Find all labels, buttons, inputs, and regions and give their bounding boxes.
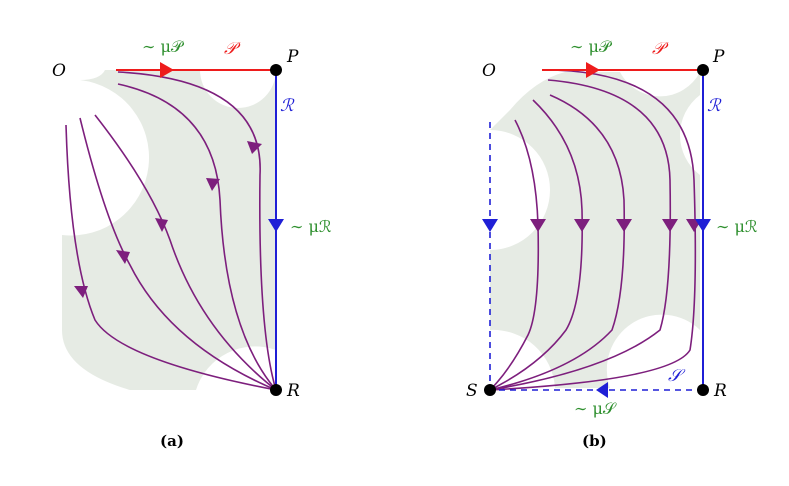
panel-b-flow-curve (489, 99, 583, 391)
panel-a-flow-arrows (74, 141, 262, 298)
panel-a-flow-curve (117, 71, 277, 391)
flow-arrow-icon (206, 178, 220, 191)
panel-a-edge-P-arrow-icon (160, 62, 174, 78)
flow-arrow-icon (116, 250, 130, 264)
panel-b-label-O: O (482, 61, 496, 81)
panel-a-flow-lines (65, 71, 277, 391)
flow-arrow-icon (155, 218, 168, 232)
panel-b-mu-P: ∼ μ𝒫 (570, 37, 613, 56)
panel-b-flow-curve (489, 79, 672, 391)
panel-b-shaded-region (490, 72, 700, 388)
flow-arrow-icon (74, 286, 88, 298)
panel-b-node-S (484, 384, 496, 396)
panel-b-edge-S-label: 𝒮 (668, 366, 686, 386)
panel-a-edge-P-label: 𝒫 (224, 39, 241, 59)
flow-arrow-icon (247, 141, 262, 154)
flow-arrow-icon (530, 219, 546, 232)
panel-b-edge-R-arrow-icon (695, 219, 711, 232)
panel-a-mu-R: ∼ μℛ (290, 217, 332, 236)
panel-a-label-P: P (286, 47, 299, 67)
panel-a-node-R (270, 384, 282, 396)
panel-b-edge-left-arrow-icon (482, 219, 498, 232)
panel-a-mu-P: ∼ μ𝒫 (142, 37, 185, 56)
panel-a-edge-R-arrow-icon (268, 219, 284, 232)
panel-b-node-R (697, 384, 709, 396)
panel-b-edge-P-arrow-icon (586, 62, 600, 78)
panel-b-label-R: R (713, 381, 727, 401)
flow-arrow-icon (574, 219, 590, 232)
panel-b-edge-R-label: ℛ (707, 96, 722, 116)
panel-b-edge-P-label: 𝒫 (652, 39, 669, 59)
panel-a-flow-curve (117, 83, 277, 391)
panel-a-shaded-region (62, 70, 276, 390)
panel-a-label-O: O (52, 61, 66, 81)
panel-b-label-P: P (712, 47, 725, 67)
panel-a: O P R 𝒫 ℛ ∼ μ𝒫 ∼ μℛ (a) (52, 37, 332, 450)
panel-b-flow-curve (489, 94, 626, 391)
flow-arrow-icon (662, 219, 678, 232)
panel-b-flow-curve (489, 119, 540, 391)
panel-b: O P R S 𝒫 ℛ 𝒮 ∼ μ𝒫 ∼ μℛ ∼ μ𝒮 (b) (466, 37, 758, 450)
panel-b-mu-R: ∼ μℛ (716, 217, 758, 236)
panel-a-caption: (a) (160, 432, 184, 450)
panel-b-caption: (b) (582, 432, 607, 450)
panel-b-flow-curve (489, 69, 697, 391)
panel-b-flow-arrows (530, 219, 702, 232)
panel-a-edge-R-label: ℛ (280, 96, 295, 116)
panel-b-node-P (697, 64, 709, 76)
panel-a-label-R: R (286, 381, 300, 401)
panel-a-flow-curve (65, 124, 277, 391)
panel-a-flow-curve (94, 114, 277, 391)
panel-b-label-S: S (466, 381, 478, 401)
panel-a-node-P (270, 64, 282, 76)
panel-b-mu-S: ∼ μ𝒮 (574, 399, 617, 418)
panel-b-edge-S-arrow-icon (596, 382, 608, 398)
flow-arrow-icon (616, 219, 632, 232)
panel-b-flow-lines (489, 69, 697, 391)
panel-a-flow-curve (79, 117, 277, 391)
